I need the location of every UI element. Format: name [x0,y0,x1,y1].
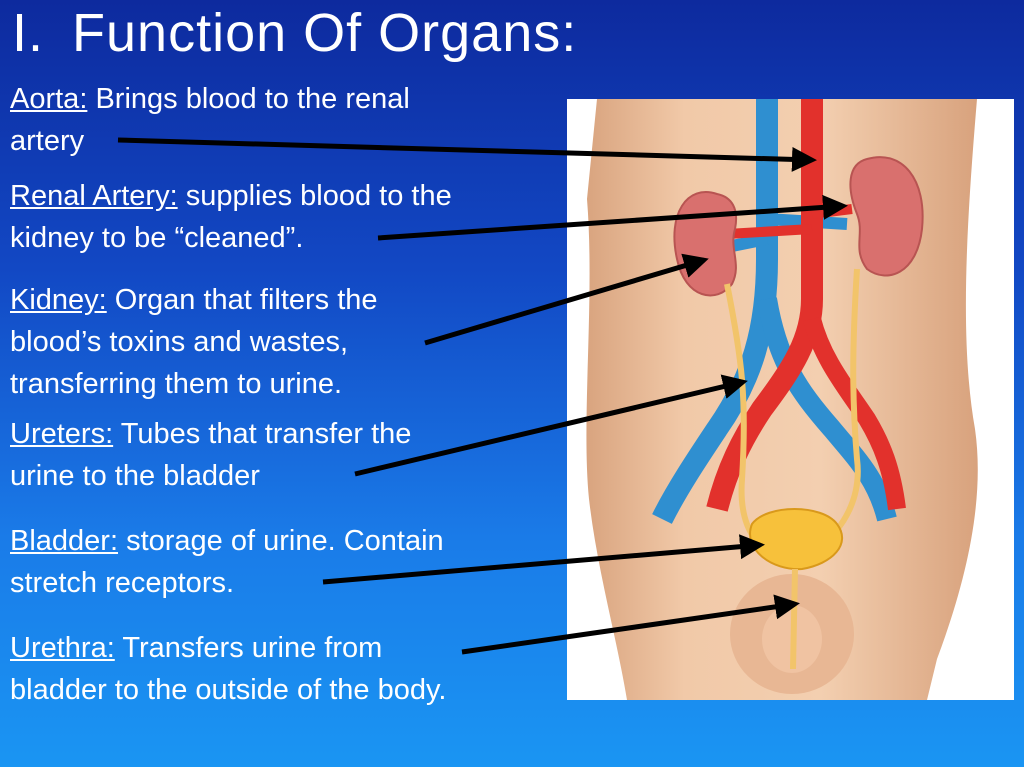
bladder-desc: storage of urine. Contain [126,525,444,557]
renal-artery-desc: supplies blood to the [185,180,452,212]
kidney-term: Kidney: [10,284,107,316]
bladder-item: Bladder: storage of urine. Contain stret… [10,520,444,604]
urethra-term: Urethra: [10,632,115,664]
renal-artery-term: Renal Artery: [10,180,178,212]
renal-artery-item: Renal Artery: supplies blood to the kidn… [10,175,452,259]
aorta-item: Aorta: Brings blood to the renal artery [10,78,410,162]
bladder-term: Bladder: [10,525,119,557]
kidney-item: Kidney: Organ that filters the blood’s t… [10,279,378,405]
kidney-desc-line3: transferring them to urine. [10,368,343,400]
kidney-desc: Organ that filters the [114,284,378,316]
aorta-desc-line2: artery [10,125,85,157]
renal-artery-desc-line2: kidney to be “cleaned”. [10,222,304,254]
aorta-desc: Brings blood to the renal [95,83,410,115]
kidney-desc-line2: blood’s toxins and wastes, [10,326,349,358]
urethra-desc-line2: bladder to the outside of the body. [10,674,447,706]
ureters-item: Ureters: Tubes that transfer the urine t… [10,413,411,497]
urinary-system-illustration [567,99,1014,700]
urethra-item: Urethra: Transfers urine from bladder to… [10,627,446,711]
ureters-desc: Tubes that transfer the [120,418,412,450]
title-text: Function Of Organs: [72,3,578,63]
aorta-term: Aorta: [10,83,88,115]
section-number: I. [12,3,45,63]
bladder-desc-line2: stretch receptors. [10,567,235,599]
ureters-desc-line2: urine to the bladder [10,460,260,492]
ureters-term: Ureters: [10,418,114,450]
page-title: I. Function Of Organs: [12,2,577,64]
urethra-desc: Transfers urine from [122,632,383,664]
